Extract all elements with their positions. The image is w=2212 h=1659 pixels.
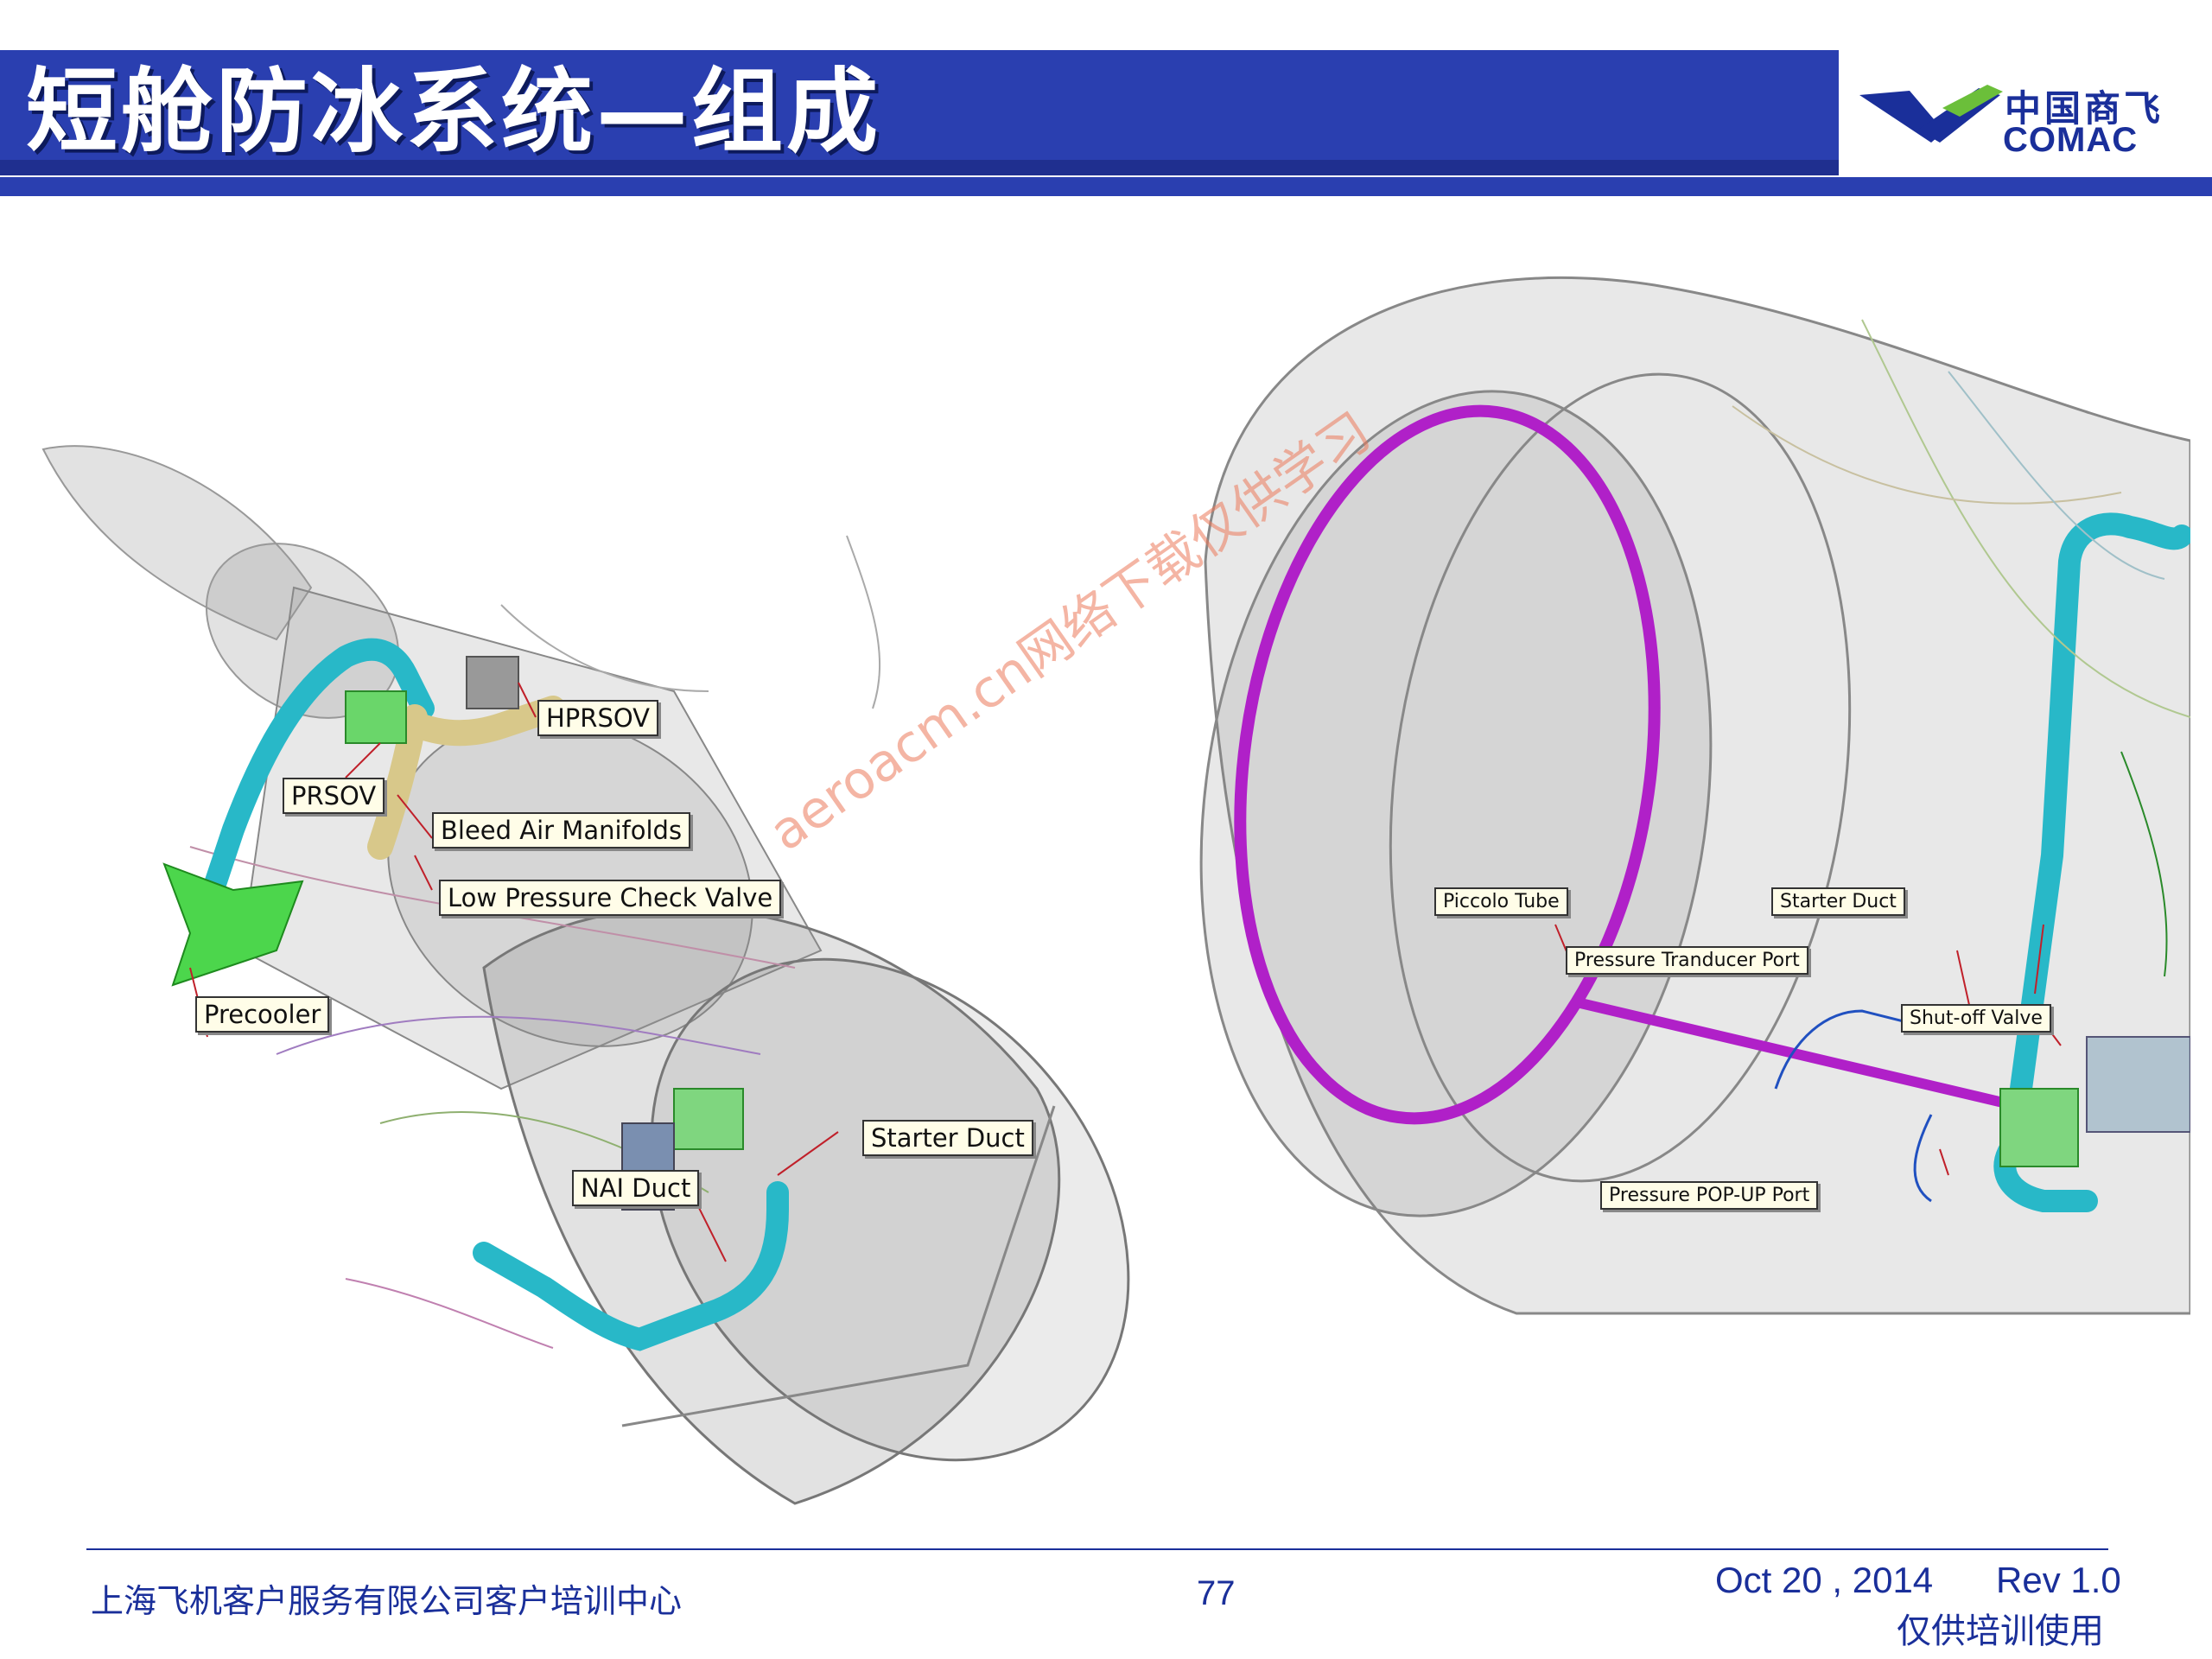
callout-starter-duct-left: Starter Duct	[862, 1120, 1033, 1156]
footer-organization: 上海飞机客户服务有限公司客户培训中心	[91, 1582, 683, 1620]
header-bar	[0, 50, 1839, 175]
callout-pressure-popup-port: Pressure POP-UP Port	[1600, 1181, 1819, 1210]
background-wiring	[1732, 319, 2190, 977]
shutoff-valve-body	[1999, 1036, 2190, 1167]
precooler	[162, 862, 304, 987]
slide-title: 短舱防冰系统—组成	[26, 59, 881, 165]
callout-nai-duct: NAI Duct	[572, 1170, 700, 1206]
logo-text-en: COMAC	[2003, 121, 2139, 159]
callout-bleed-air-manifolds: Bleed Air Manifolds	[432, 812, 691, 849]
engine-bleed-diagram	[41, 445, 1130, 1505]
callout-shutoff-valve: Shut-off Valve	[1901, 1004, 2051, 1033]
footer-training-note: 仅供培训使用	[1897, 1611, 2104, 1651]
footer-date: Oct 20 , 2014	[1715, 1560, 1934, 1600]
logo-text-cn: 中国商飞	[2005, 87, 2164, 130]
footer-divider	[86, 1548, 2108, 1550]
piccolo-ring	[1234, 404, 1661, 1125]
callout-pressure-transducer-port: Pressure Tranducer Port	[1566, 946, 1808, 975]
header-underline	[0, 177, 2212, 196]
callout-low-pressure-check-valve: Low Pressure Check Valve	[439, 880, 782, 916]
page-number: 77	[1197, 1574, 1236, 1612]
inlet-cowl-shell	[1199, 276, 2190, 1315]
prsov-valve	[345, 690, 407, 744]
piccolo-feed-tube	[1572, 997, 2023, 1111]
callout-precooler: Precooler	[195, 996, 330, 1033]
engine-nose-cone	[41, 445, 400, 719]
pressure-lines	[1774, 1009, 1933, 1203]
footer-revision: Rev 1.0	[1996, 1560, 2121, 1600]
inlet-cowl-diagram	[1199, 276, 2190, 1315]
callout-prsov: PRSOV	[283, 778, 385, 814]
nai-ducting	[196, 638, 789, 1351]
callout-starter-duct-right: Starter Duct	[1771, 887, 1905, 916]
comac-logo-icon	[1859, 85, 2003, 143]
callout-piccolo-tube: Piccolo Tube	[1434, 887, 1568, 916]
callout-hprsov: HPRSOV	[537, 700, 659, 736]
hprsov-valve	[466, 656, 519, 709]
